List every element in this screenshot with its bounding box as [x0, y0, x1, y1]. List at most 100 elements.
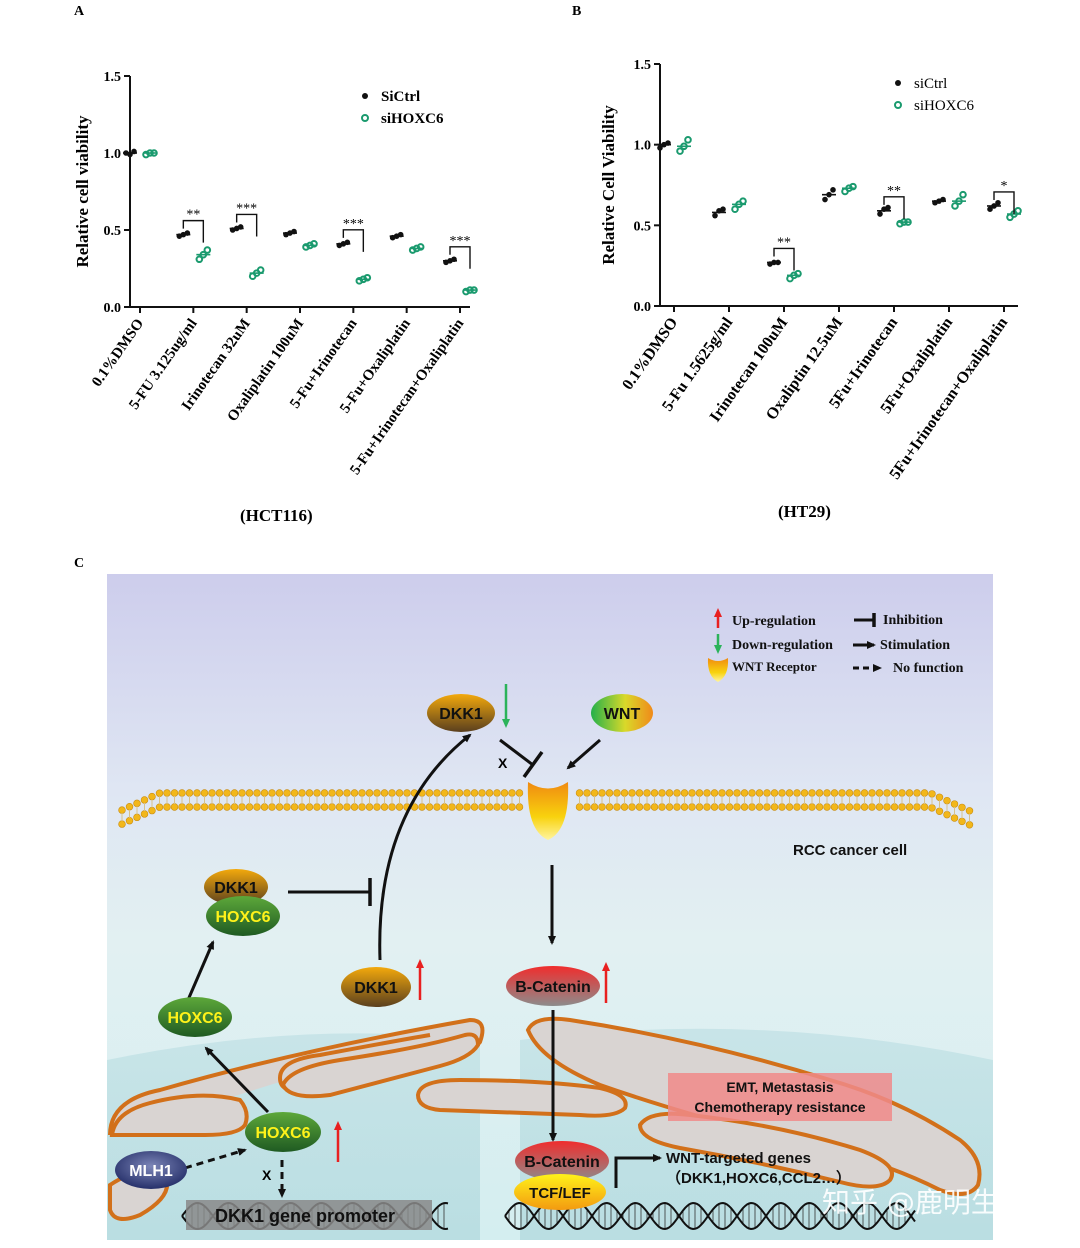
lipid-head	[658, 789, 666, 797]
lipid-head	[133, 799, 141, 808]
lipid-head	[778, 803, 786, 811]
lipid-head	[253, 803, 261, 811]
caption-b: (HT29)	[778, 502, 831, 521]
lipid-head	[613, 803, 621, 811]
lipid-head	[448, 803, 456, 811]
lipid-head	[643, 789, 651, 797]
lipid-head	[583, 789, 591, 797]
lipid-head	[868, 789, 876, 797]
lipid-head	[133, 813, 141, 822]
y-tick-label: 0.0	[104, 301, 122, 316]
lipid-head	[215, 803, 224, 811]
lipid-head	[710, 789, 719, 797]
lipid-head	[650, 789, 659, 797]
lipid-head	[335, 789, 344, 797]
x-tick-label: 5-Fu+Irinotecan+Oxaliplatin	[347, 316, 467, 478]
lipid-head	[823, 789, 831, 797]
lipid-head	[928, 804, 936, 812]
lipid-head	[703, 789, 711, 797]
lipid-head	[380, 789, 389, 797]
significance-label: ***	[450, 234, 471, 249]
lipid-head	[328, 789, 336, 797]
y-tick-label: 1.0	[104, 147, 122, 162]
svg-text:HOXC6: HOXC6	[167, 1010, 222, 1027]
lipid-head	[283, 803, 291, 811]
significance-label: **	[887, 184, 901, 199]
lipid-head	[178, 803, 186, 811]
lipid-head	[620, 803, 629, 811]
lipid-head	[515, 789, 524, 797]
lipid-head	[958, 803, 966, 812]
y-tick-label: 1.5	[104, 70, 122, 85]
lipid-head	[943, 810, 951, 819]
lipid-head	[320, 803, 329, 811]
lipid-head	[673, 789, 681, 797]
lipid-head	[388, 789, 396, 797]
lipid-head	[208, 789, 216, 797]
targets-line1: WNT-targeted genes	[666, 1150, 811, 1167]
lipid-head	[440, 803, 449, 811]
significance-bracket	[449, 246, 471, 269]
lipid-head	[875, 789, 884, 797]
pathway-arrows	[184, 733, 662, 1198]
significance-label: **	[777, 235, 791, 250]
data-point	[684, 136, 692, 144]
lipid-head	[688, 789, 696, 797]
x-mark-top: X	[498, 755, 508, 771]
data-point	[712, 212, 718, 219]
lipid-head	[920, 789, 929, 797]
lipid-head	[193, 789, 201, 797]
data-point	[959, 190, 967, 199]
lipid-head	[140, 796, 149, 804]
lipid-head	[823, 803, 831, 811]
lipid-head	[815, 803, 824, 811]
lipid-head	[845, 803, 854, 811]
lipid-head	[373, 803, 381, 811]
node-hoxc6-nuc: HOXC6	[245, 1112, 321, 1152]
lipid-head	[905, 789, 914, 797]
lipid-head	[178, 789, 186, 797]
emt-box	[668, 1073, 892, 1121]
lipid-head	[215, 789, 224, 797]
lipid-head	[665, 789, 674, 797]
significance-bracket	[235, 213, 258, 237]
lipid-head	[275, 803, 284, 811]
lipid-head	[455, 803, 464, 811]
lipid-head	[170, 789, 179, 797]
lipid-head	[890, 789, 899, 797]
node-dkk1-top: DKK1	[427, 694, 495, 732]
data-point	[256, 266, 265, 274]
legend-marker	[361, 114, 369, 122]
lipid-head	[898, 789, 906, 797]
lipid-head	[950, 814, 959, 822]
lipid-head	[680, 803, 689, 811]
y-tick-label: 0.5	[634, 219, 652, 234]
lipid-head	[350, 803, 359, 811]
lipid-head	[380, 803, 389, 811]
lipid-head	[800, 803, 809, 811]
data-point	[731, 205, 739, 213]
node-mlh1: MLH1	[115, 1151, 187, 1189]
lipid-head	[245, 789, 254, 797]
data-point	[849, 182, 857, 191]
lipid-head	[725, 789, 734, 797]
lipid-head	[830, 803, 839, 811]
data-point	[794, 269, 802, 278]
data-point	[830, 187, 836, 193]
lipid-head	[440, 789, 449, 797]
cell-membrane	[118, 789, 974, 829]
lipid-head	[733, 789, 741, 797]
data-point	[1014, 207, 1022, 215]
node-tcf-lef: TCF/LEF	[514, 1174, 606, 1210]
lipid-head	[755, 803, 764, 811]
lipid-head	[433, 789, 441, 797]
lipid-head	[433, 803, 441, 811]
panel-b-letter: B	[572, 4, 582, 19]
lipid-head	[500, 789, 509, 797]
lipid-head	[343, 803, 351, 811]
promoter-box	[186, 1200, 432, 1230]
lipid-head	[148, 792, 156, 801]
svg-text:No function: No function	[893, 661, 964, 676]
